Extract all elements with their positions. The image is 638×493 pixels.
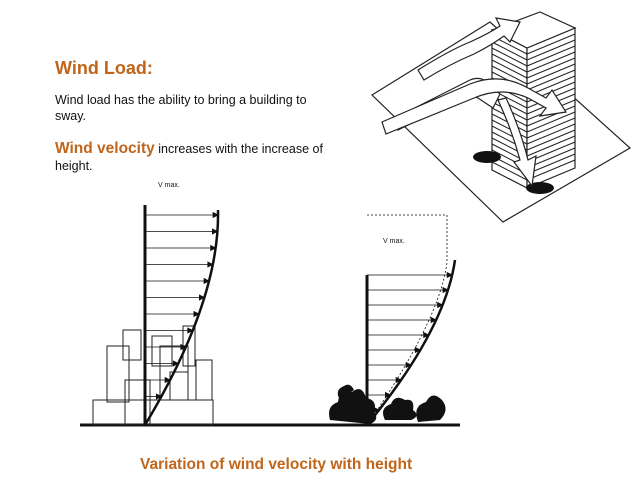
slide-title: Wind Load: [55, 58, 153, 78]
wind-arrow-right-head [430, 316, 438, 324]
wind-arrow-left-head [193, 310, 200, 318]
wind-arrow-left-head [180, 343, 187, 351]
city-buildings [92, 325, 214, 426]
wind-velocity-highlight: Wind velocity [55, 140, 155, 157]
wind-arrow-right-head [384, 391, 392, 399]
wind-velocity-statement: Wind velocity increases with the increas… [55, 140, 340, 175]
wind-arrow-left-head [164, 376, 171, 384]
wind-arrow-right-head [373, 406, 380, 414]
wind-load-description: Wind load has the ability to bring a bui… [55, 93, 307, 123]
wind-arrow-left-head [212, 211, 219, 219]
wind-arrow-right-head [395, 376, 402, 384]
wind-arrow-left-head [187, 327, 194, 334]
wind-arrow-right-head [423, 331, 430, 339]
diagram-caption: Variation of wind velocity with height [140, 456, 413, 473]
wind-arrow-left-head [212, 228, 219, 235]
wind-arrow-left-head [172, 360, 180, 367]
wind-arrow-left-head [155, 393, 163, 400]
vmax-label-left: V max. [158, 182, 180, 189]
wind-arrow-right-head [446, 271, 454, 279]
wind-arrow-right-head [405, 361, 412, 369]
wind-arrow-left-head [198, 294, 206, 301]
wind-arrow-left-head [210, 244, 217, 252]
vmax-label-right: V max. [383, 238, 405, 245]
wind-arrow-right-head [414, 346, 422, 354]
wind-arrow-right-head [437, 301, 444, 309]
wind-arrow-left-head [207, 261, 214, 268]
wind-arrow-right-head [442, 286, 449, 294]
wind-arrow-left-head [203, 277, 210, 285]
vegetation [329, 384, 446, 424]
wind-velocity-text: increases with the increase of height. [55, 142, 323, 173]
